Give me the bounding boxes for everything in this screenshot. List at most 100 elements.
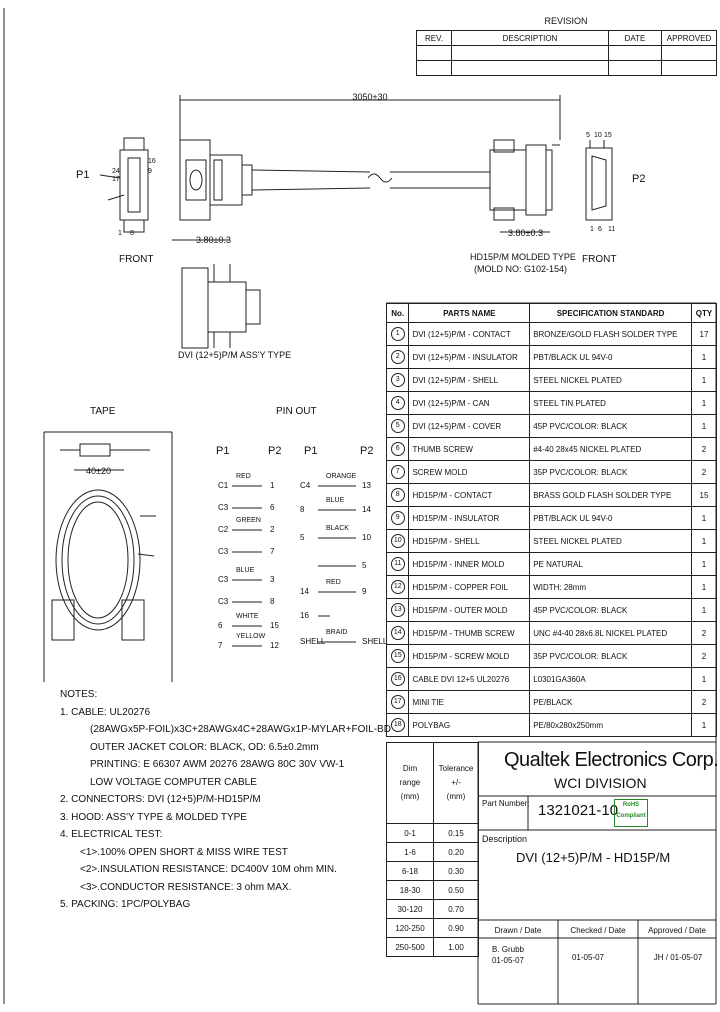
note-line: 1. CABLE: UL20276 xyxy=(60,706,151,718)
checked-label: Checked / Date xyxy=(570,926,626,935)
wire-color: YELLOW xyxy=(236,633,266,640)
p2-pin-15: 15 xyxy=(604,132,612,139)
pin-p1: C1 xyxy=(218,481,229,490)
pin-p2: 10 xyxy=(362,533,371,542)
p2-mold-label: (MOLD NO: G102-154) xyxy=(474,264,568,274)
division-name: WCI DIVISION xyxy=(554,775,647,791)
wire-color: WHITE xyxy=(236,613,259,620)
part-number-label: Part Number: xyxy=(482,799,530,808)
part-name-cell: THUMB SCREW xyxy=(408,437,531,461)
pin-p1: 14 xyxy=(300,587,309,596)
p2-pin-11: 11 xyxy=(608,226,616,233)
part-name-cell: DVI (12+5)P/M - CONTACT xyxy=(408,322,531,346)
pin-p1: 16 xyxy=(300,611,309,620)
part-name-cell: HD15P/M - THUMB SCREW xyxy=(408,621,531,645)
spec-cell: BRASS GOLD FLASH SOLDER TYPE xyxy=(529,483,692,507)
p1-connector-side xyxy=(179,139,490,221)
pinout-label: PIN OUT xyxy=(276,406,317,417)
part-name-cell: CABLE DVI 12+5 UL20276 xyxy=(408,667,531,691)
wire-color: BLUE xyxy=(236,567,255,574)
p1-label: P1 xyxy=(76,169,90,181)
qty-cell: 1 xyxy=(690,506,718,530)
tolerance-range: 30-120 xyxy=(386,899,434,919)
spec-cell: UNC #4-40 28x6.8L NICKEL PLATED xyxy=(529,621,692,645)
pin-p1: 5 xyxy=(300,533,305,542)
pin-p2: 12 xyxy=(270,641,279,650)
item-number-circle: 13 xyxy=(390,603,405,617)
pin-p1: C3 xyxy=(218,503,229,512)
qty-cell: 1 xyxy=(690,529,718,553)
item-number-circle: 18 xyxy=(390,718,405,732)
spec-cell: 35P PVC/COLOR: BLACK xyxy=(529,644,692,668)
spec-cell: STEEL NICKEL PLATED xyxy=(529,529,692,553)
qty-cell: 2 xyxy=(690,437,718,461)
wire-color: ORANGE xyxy=(326,473,357,480)
item-number-circle: 7 xyxy=(390,465,405,479)
overall-length: 3050±30 xyxy=(352,92,388,102)
qty-cell: 1 xyxy=(690,575,718,599)
spec-cell: PBT/BLACK UL 94V-0 xyxy=(529,506,692,530)
tolerance-value: 0.15 xyxy=(433,823,479,843)
item-number-circle: 15 xyxy=(390,649,405,663)
pin-p1: 6 xyxy=(218,621,223,630)
item-number-circle: 10 xyxy=(390,534,405,548)
pin-p2: 9 xyxy=(362,587,367,596)
p1-assy-view xyxy=(181,264,261,349)
pin-p2: 14 xyxy=(362,505,371,514)
tolerance-header-dim: Dim range (mm) xyxy=(386,742,434,824)
parts-header-name: PARTS NAME xyxy=(408,303,531,323)
tolerance-value: 0.50 xyxy=(433,880,479,900)
p1-front-view xyxy=(99,137,149,233)
p1-assy-label: DVI (12+5)P/M ASS'Y TYPE xyxy=(178,350,292,360)
rev-header-rev: REV. xyxy=(416,30,452,46)
part-name-cell: DVI (12+5)P/M - CAN xyxy=(408,391,531,415)
qty-cell: 2 xyxy=(690,621,718,645)
part-name-cell: HD15P/M - SCREW MOLD xyxy=(408,644,531,668)
pin-p2: 7 xyxy=(270,547,275,556)
notes-title: NOTES: xyxy=(60,689,98,700)
tolerance-header-tol: Tolerance +/- (mm) xyxy=(433,742,479,824)
pin-p1: C3 xyxy=(218,597,229,606)
part-name-cell: DVI (12+5)P/M - SHELL xyxy=(408,368,531,392)
pin-p1: 8 xyxy=(300,505,305,514)
p2-pin-5: 5 xyxy=(586,132,590,139)
pin-p2: 8 xyxy=(270,597,275,606)
pinout-col-p1-right: P1 xyxy=(304,445,318,457)
rev-header-date: DATE xyxy=(608,30,662,46)
front-left-label: FRONT xyxy=(119,254,154,265)
item-number-circle: 9 xyxy=(390,511,405,525)
dim-right: 3.80±0.3 xyxy=(508,228,543,238)
parts-header-qty: QTY xyxy=(690,303,718,323)
rev-header-approved: APPROVED xyxy=(661,30,717,46)
item-number-circle: 8 xyxy=(390,488,405,502)
pin-p1: C2 xyxy=(218,525,229,534)
checked-date: 01-05-07 xyxy=(571,953,605,962)
revision-table: REV. DESCRIPTION DATE APPROVED xyxy=(416,30,717,76)
spec-cell: PE/BLACK xyxy=(529,690,692,714)
wire-color: BLUE xyxy=(326,497,345,504)
parts-table: No. PARTS NAME SPECIFICATION STANDARD QT… xyxy=(385,303,718,737)
wire-color: BLACK xyxy=(326,525,349,532)
part-name-cell: DVI (12+5)P/M - INSULATOR xyxy=(408,345,531,369)
qty-cell: 2 xyxy=(690,460,718,484)
tolerance-value: 0.30 xyxy=(433,861,479,881)
drawn-label: Drawn / Date xyxy=(494,926,542,935)
item-number-circle: 1 xyxy=(390,327,405,341)
drawn-by: B. Grubb xyxy=(491,945,524,954)
drawn-date: 01-05-07 xyxy=(491,956,525,965)
qty-cell: 1 xyxy=(690,368,718,392)
item-number-circle: 12 xyxy=(390,580,405,594)
notes-block: NOTES: 1. CABLE: UL20276 (28AWGx5P-FOIL)… xyxy=(60,686,391,914)
item-number-circle: 5 xyxy=(390,419,405,433)
pin-p1: SHELL xyxy=(300,637,326,646)
part-name-cell: SCREW MOLD xyxy=(408,460,531,484)
